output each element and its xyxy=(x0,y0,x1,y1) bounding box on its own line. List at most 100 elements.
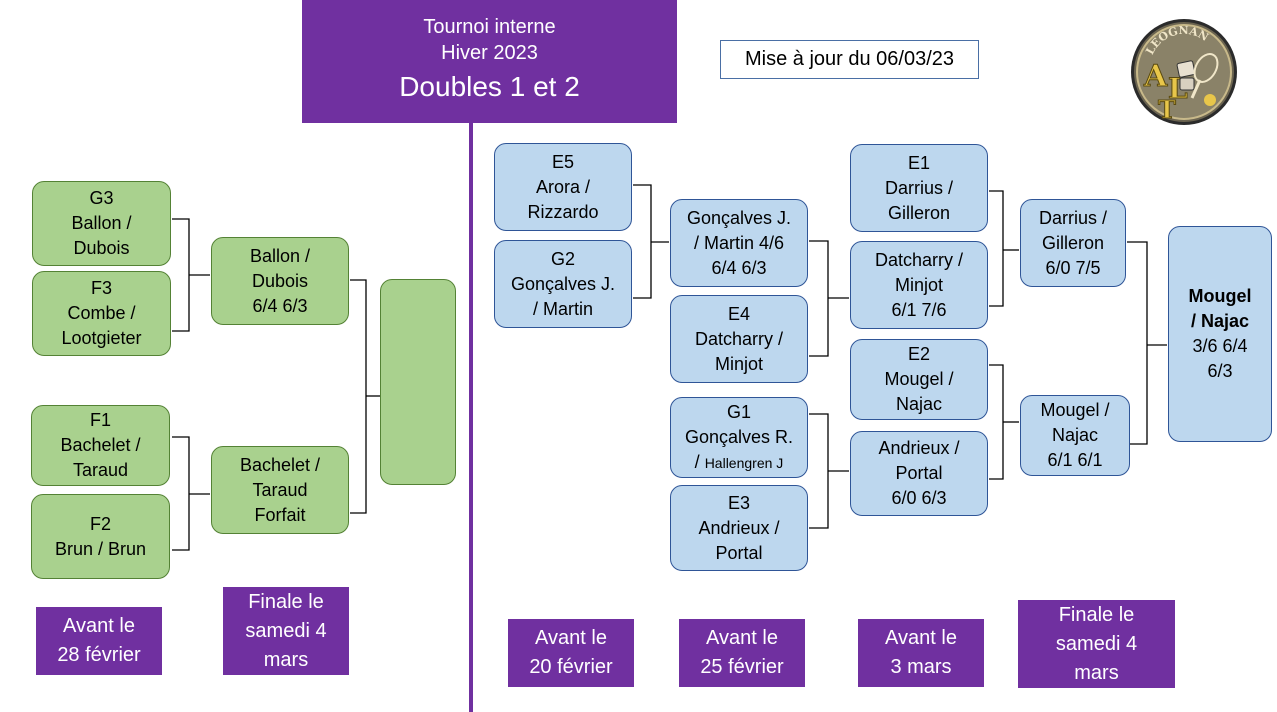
match-score: 6/3 xyxy=(1207,361,1233,381)
match-team-line: Gonçalves J. xyxy=(686,207,792,228)
match-team-line: Datcharry / xyxy=(694,328,784,349)
match-right-final: Mougel / Najac 3/6 6/4 6/3 xyxy=(1168,226,1272,442)
club-logo: LEOGNAN A L T xyxy=(1131,19,1237,125)
match-seed: G1 xyxy=(726,401,751,422)
svg-text:A: A xyxy=(1143,59,1168,94)
match-score: 6/1 7/6 xyxy=(891,299,947,320)
deadline-label: Avant le 28 février xyxy=(36,607,162,675)
match-team-line: Najac xyxy=(1051,425,1098,445)
title-line-1: Tournoi interne xyxy=(423,16,556,38)
title-line-3: Doubles 1 et 2 xyxy=(399,71,580,102)
match-team-line: / Hallengren J xyxy=(685,450,793,476)
match-team-line: Mougel / xyxy=(884,369,954,389)
match-seed: G3 xyxy=(89,188,114,208)
title-line-2: Hiver 2023 xyxy=(441,42,538,64)
match-team-line: Dubois xyxy=(251,270,308,291)
match-seed: E4 xyxy=(727,303,751,324)
final-date-label: Finale le samedi 4 mars xyxy=(1018,600,1175,688)
match-left-semi-2: Bachelet / Taraud Forfait xyxy=(211,446,349,534)
match-team-line: Bachelet / xyxy=(239,454,321,475)
deadline-line: samedi 4 xyxy=(245,619,327,642)
match-team-line: Lootgieter xyxy=(61,328,142,348)
match-r4-1: Darrius / Gilleron 6/0 7/5 xyxy=(1020,199,1126,287)
match-team-line: Gonçalves J. xyxy=(510,273,616,294)
deadline-label: Avant le 20 février xyxy=(508,619,634,687)
deadline-line: Avant le xyxy=(535,627,607,649)
match-score: 6/4 6/3 xyxy=(711,257,767,278)
match-f2: F2 Brun / Brun xyxy=(31,494,170,579)
winner-team-line: / Najac xyxy=(1190,311,1250,331)
deadline-line: samedi 4 xyxy=(1055,632,1138,655)
match-team-prefix: / xyxy=(694,451,705,472)
match-f3: F3 Combe / Lootgieter xyxy=(32,271,171,356)
match-team-line: Andrieux / xyxy=(698,517,780,538)
match-team-line: / Martin xyxy=(532,298,593,319)
final-date-label: Finale le samedi 4 mars xyxy=(223,587,349,675)
match-team-line: Bachelet / xyxy=(60,435,141,455)
deadline-line: 25 février xyxy=(700,656,784,678)
deadline-line: Avant le xyxy=(63,615,135,637)
match-score: Forfait xyxy=(254,504,306,525)
match-e3: E3 Andrieux / Portal xyxy=(670,485,808,571)
match-left-semi-1: Ballon / Dubois 6/4 6/3 xyxy=(211,237,349,325)
match-g1: G1 Gonçalves R. / Hallengren J xyxy=(670,397,808,478)
deadline-line: Finale le xyxy=(248,590,324,613)
match-team-line: Minjot xyxy=(714,353,763,374)
match-team-line: Najac xyxy=(895,394,942,414)
match-e2: E2 Mougel / Najac xyxy=(850,339,988,420)
update-date-label: Mise à jour du 06/03/23 xyxy=(720,40,979,79)
match-r3-2: Datcharry / Minjot 6/1 7/6 xyxy=(850,241,988,329)
deadline-label: Avant le 25 février xyxy=(679,619,805,687)
match-team-line: Ballon / xyxy=(71,213,132,233)
match-seed: E3 xyxy=(727,492,750,513)
match-seed: E2 xyxy=(907,344,930,364)
match-g3: G3 Ballon / Dubois xyxy=(32,181,171,266)
match-score: 6/4 6/3 xyxy=(252,295,308,316)
match-e1: E1 Darrius / Gilleron xyxy=(850,144,988,232)
bracket-divider xyxy=(469,123,473,712)
match-e5: E5 Arora / Rizzardo xyxy=(494,143,632,231)
match-team-line: Taraud xyxy=(252,479,308,500)
match-seed: G2 xyxy=(550,248,575,269)
match-score: 3/6 6/4 xyxy=(1192,336,1248,356)
match-g2: G2 Gonçalves J. / Martin xyxy=(494,240,632,328)
match-team-line: Rizzardo xyxy=(527,201,599,222)
svg-text:T: T xyxy=(1158,95,1176,124)
match-score: 6/0 7/5 xyxy=(1045,257,1101,278)
match-team-line: Brun / Brun xyxy=(54,538,147,559)
deadline-label: Avant le 3 mars xyxy=(858,619,984,687)
match-team-line: Taraud xyxy=(72,460,129,480)
match-e4: E4 Datcharry / Minjot xyxy=(670,295,808,383)
deadline-line: 20 février xyxy=(529,656,613,678)
match-team-line: Arora / xyxy=(535,176,591,197)
match-team-line: Portal xyxy=(715,542,763,563)
match-score: 6/1 6/1 xyxy=(1047,450,1103,470)
deadline-line: Avant le xyxy=(885,627,957,649)
tournament-title-banner: Tournoi interne Hiver 2023 Doubles 1 et … xyxy=(302,0,677,123)
match-seed: E5 xyxy=(551,151,575,172)
winner-team-line: Mougel xyxy=(1188,286,1252,306)
match-team-line: Portal xyxy=(895,463,943,483)
match-seed: E1 xyxy=(907,152,930,173)
deadline-line: Finale le xyxy=(1058,603,1135,626)
match-seed: F1 xyxy=(89,410,111,430)
match-score: 6/0 6/3 xyxy=(891,488,947,508)
match-team-line: Darrius / xyxy=(884,177,953,198)
match-team-line: / Martin 4/6 xyxy=(693,232,785,253)
deadline-line: 28 février xyxy=(57,644,141,666)
match-team-line: Gonçalves R. xyxy=(684,426,794,447)
deadline-line: mars xyxy=(263,648,309,671)
match-team-line: Gilleron xyxy=(1041,232,1104,253)
deadline-line: Avant le xyxy=(706,627,778,649)
deadline-line: 3 mars xyxy=(890,656,952,678)
match-team-small: Hallengren J xyxy=(704,454,784,471)
match-team-line: Ballon / xyxy=(249,245,311,266)
match-seed: F3 xyxy=(90,278,112,298)
match-r2-1: Gonçalves J. / Martin 4/6 6/4 6/3 xyxy=(670,199,808,287)
match-r4-2: Mougel / Najac 6/1 6/1 xyxy=(1020,395,1130,476)
match-team-line: Andrieux / xyxy=(878,438,960,458)
match-team-line: Gilleron xyxy=(887,202,950,223)
match-f1: F1 Bachelet / Taraud xyxy=(31,405,170,486)
match-team-line: Minjot xyxy=(894,274,943,295)
